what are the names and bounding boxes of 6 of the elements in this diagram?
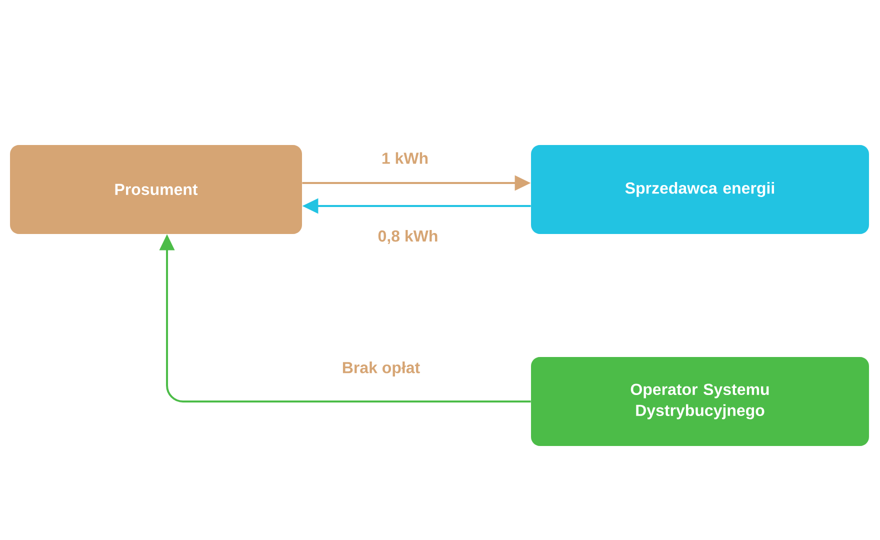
edge-label: 1 kWh <box>380 151 430 165</box>
process-box: Operator Systemu Dystrybucyjnego <box>531 357 869 446</box>
edge-label: 0,8 kWh <box>376 228 440 246</box>
process-box: Sprzedawca energii <box>531 145 869 234</box>
process-box: Prosument <box>10 145 302 234</box>
edge-label: Brak opłat <box>340 360 422 378</box>
